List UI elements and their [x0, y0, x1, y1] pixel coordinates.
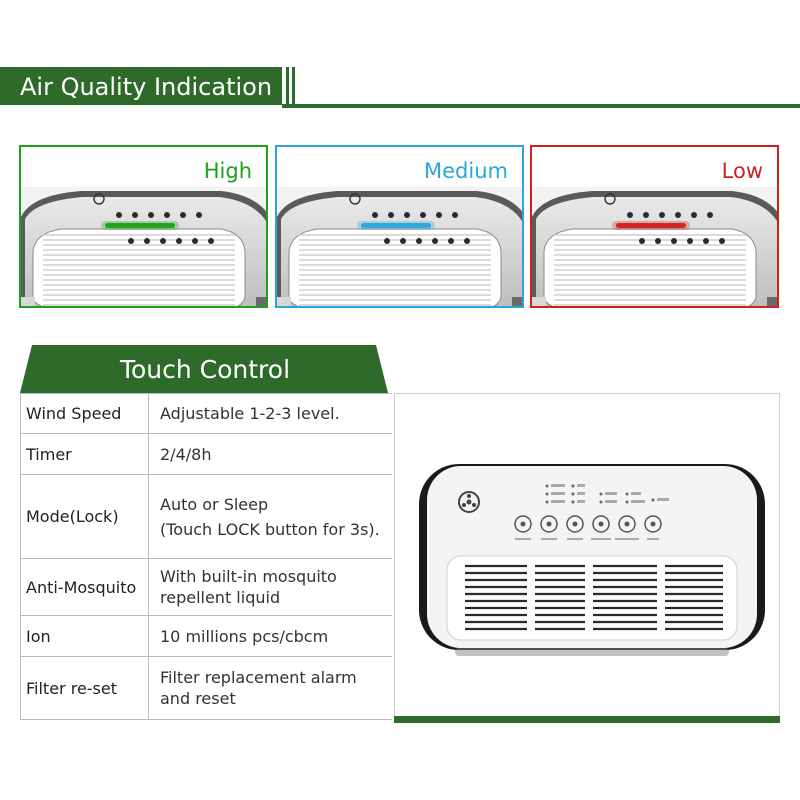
table-row: Mode(Lock) Auto or Sleep(Touch LOCK butt… — [21, 475, 392, 559]
indicator-panel-medium: Medium — [275, 145, 524, 308]
power-icon — [514, 515, 532, 533]
product-box-base — [394, 716, 780, 723]
mosquito-icon — [618, 515, 636, 533]
indicator-label-high: High — [203, 159, 252, 183]
purifier-top-view-medium — [277, 187, 522, 306]
spec-value: Adjustable 1-2-3 level. — [160, 404, 340, 423]
ion-icon — [644, 515, 662, 533]
section-title: Air Quality Indication — [0, 67, 282, 105]
spec-key: Timer — [21, 434, 149, 474]
spec-value: Auto or Sleep(Touch LOCK button for 3s). — [160, 494, 380, 539]
touch-control-heading: Touch Control — [20, 345, 388, 393]
timer-icon — [566, 515, 584, 533]
section-header: Air Quality Indication — [0, 67, 800, 109]
spec-key: Mode(Lock) — [21, 475, 149, 558]
spec-key: Ion — [21, 616, 149, 656]
fan-speed-icon — [540, 515, 558, 533]
air-purifier-front-view — [419, 464, 765, 656]
spec-key: Wind Speed — [21, 394, 149, 433]
spec-table: Wind Speed Adjustable 1-2-3 level. Timer… — [20, 393, 392, 720]
spec-key: Filter re-set — [21, 657, 149, 719]
brand-logo-icon — [458, 491, 480, 513]
table-row: Wind Speed Adjustable 1-2-3 level. — [21, 393, 392, 434]
indicator-label-medium: Medium — [424, 159, 508, 183]
spec-value: 2/4/8h — [160, 444, 212, 464]
indicator-label-low: Low — [721, 159, 763, 183]
table-row: Timer 2/4/8h — [21, 434, 392, 475]
mode-icon — [592, 515, 610, 533]
indicator-panel-low: Low — [530, 145, 779, 308]
header-rule — [282, 104, 800, 108]
table-row: Ion 10 millions pcs/cbcm — [21, 616, 392, 657]
purifier-top-view-low — [532, 187, 777, 306]
spec-key: Anti-Mosquito — [21, 559, 149, 615]
control-buttons — [514, 515, 662, 533]
product-image-box — [394, 393, 780, 723]
header-decoration — [286, 67, 300, 105]
touch-control-title: Touch Control — [119, 355, 291, 384]
purifier-top-view-high — [21, 187, 266, 306]
indicator-panel-high: High — [19, 145, 268, 308]
air-inlet-grille — [446, 555, 738, 641]
status-indicator-dots — [545, 484, 655, 504]
spec-value: 10 millions pcs/cbcm — [160, 626, 329, 646]
